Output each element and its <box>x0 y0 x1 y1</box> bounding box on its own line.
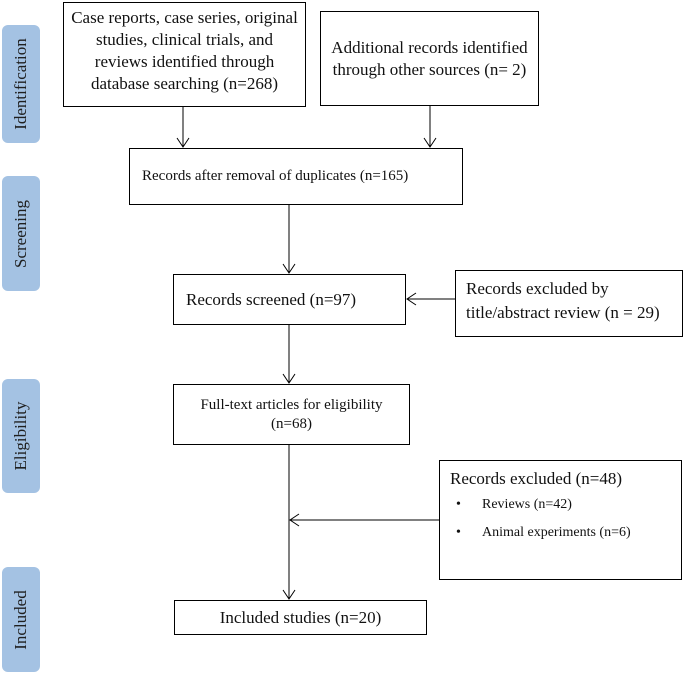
full-text-text: Full-text articles for eligibility (n=68… <box>200 396 383 432</box>
included-studies-text: Included studies (n=20) <box>219 607 382 627</box>
database-search-box: Case reports, case series, original stud… <box>63 2 306 107</box>
phase-identification: Identification <box>2 25 40 143</box>
phase-eligibility: Eligibility <box>2 379 40 493</box>
exclusion-reason-item: Animal experiments (n=6) <box>450 525 671 541</box>
excluded-title-abstract-text: Records excluded by title/abstract revie… <box>466 279 660 322</box>
included-studies-box: Included studies (n=20) <box>174 600 427 635</box>
full-text-box: Full-text articles for eligibility (n=68… <box>173 384 410 445</box>
exclusion-reason-item: Reviews (n=42) <box>450 497 671 513</box>
phase-identification-label: Identification <box>11 38 30 130</box>
arrowhead <box>282 373 296 384</box>
records-screened-box: Records screened (n=97) <box>173 274 406 325</box>
arrowhead <box>423 137 437 148</box>
records-screened-text: Records screened (n=97) <box>186 289 357 309</box>
excluded-title-abstract-box: Records excluded by title/abstract revie… <box>455 270 683 337</box>
phase-screening: Screening <box>2 176 40 291</box>
arrowhead <box>176 137 190 148</box>
other-sources-text: Additional records identified through ot… <box>331 37 528 79</box>
arrowhead <box>406 292 417 306</box>
exclusion-reasons-list: Reviews (n=42) Animal experiments (n=6) <box>450 497 671 541</box>
database-search-text: Case reports, case series, original stud… <box>71 8 298 93</box>
arrowhead <box>289 513 300 527</box>
arrowhead <box>282 263 296 274</box>
duplicates-removed-text: Records after removal of duplicates (n=1… <box>142 168 409 184</box>
duplicates-removed-box: Records after removal of duplicates (n=1… <box>129 148 463 205</box>
phase-screening-label: Screening <box>11 199 30 268</box>
excluded-full-text-box: Records excluded (n=48) Reviews (n=42) A… <box>439 460 682 580</box>
other-sources-box: Additional records identified through ot… <box>320 11 539 106</box>
phase-included-label: Included <box>11 589 30 650</box>
phase-included: Included <box>2 567 40 672</box>
excluded-full-text-title: Records excluded (n=48) <box>450 469 622 488</box>
phase-eligibility-label: Eligibility <box>11 401 30 471</box>
arrowhead <box>282 589 296 600</box>
